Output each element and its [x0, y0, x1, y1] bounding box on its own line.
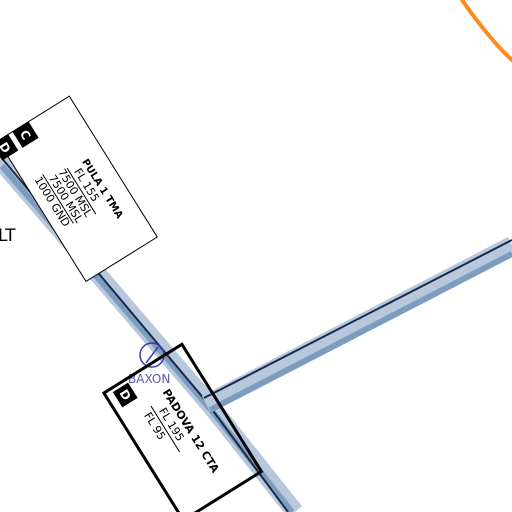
padova-label-box — [101, 342, 264, 512]
waypoint-baxon: BAXON — [128, 342, 170, 386]
pula-limit-separator-1 — [66, 168, 97, 215]
route-line — [460, 0, 512, 62]
pula-label-box — [0, 95, 158, 283]
pula-airspace-label: D C PULA 1 TMA FL 155 7500 MSL 7500 MSL … — [0, 95, 158, 283]
padova-class-badge-d — [112, 382, 138, 408]
waypoint-name: BAXON — [128, 372, 170, 386]
waypoint-cross-icon — [145, 346, 159, 364]
edge-label-fragment: LT — [0, 226, 16, 246]
class-badge-d — [0, 134, 19, 161]
airspace-boundary-branch — [201, 237, 512, 413]
pula-limit-separator-2 — [42, 173, 74, 224]
padova-limit-separator — [150, 405, 180, 453]
class-badge-c — [12, 121, 39, 148]
